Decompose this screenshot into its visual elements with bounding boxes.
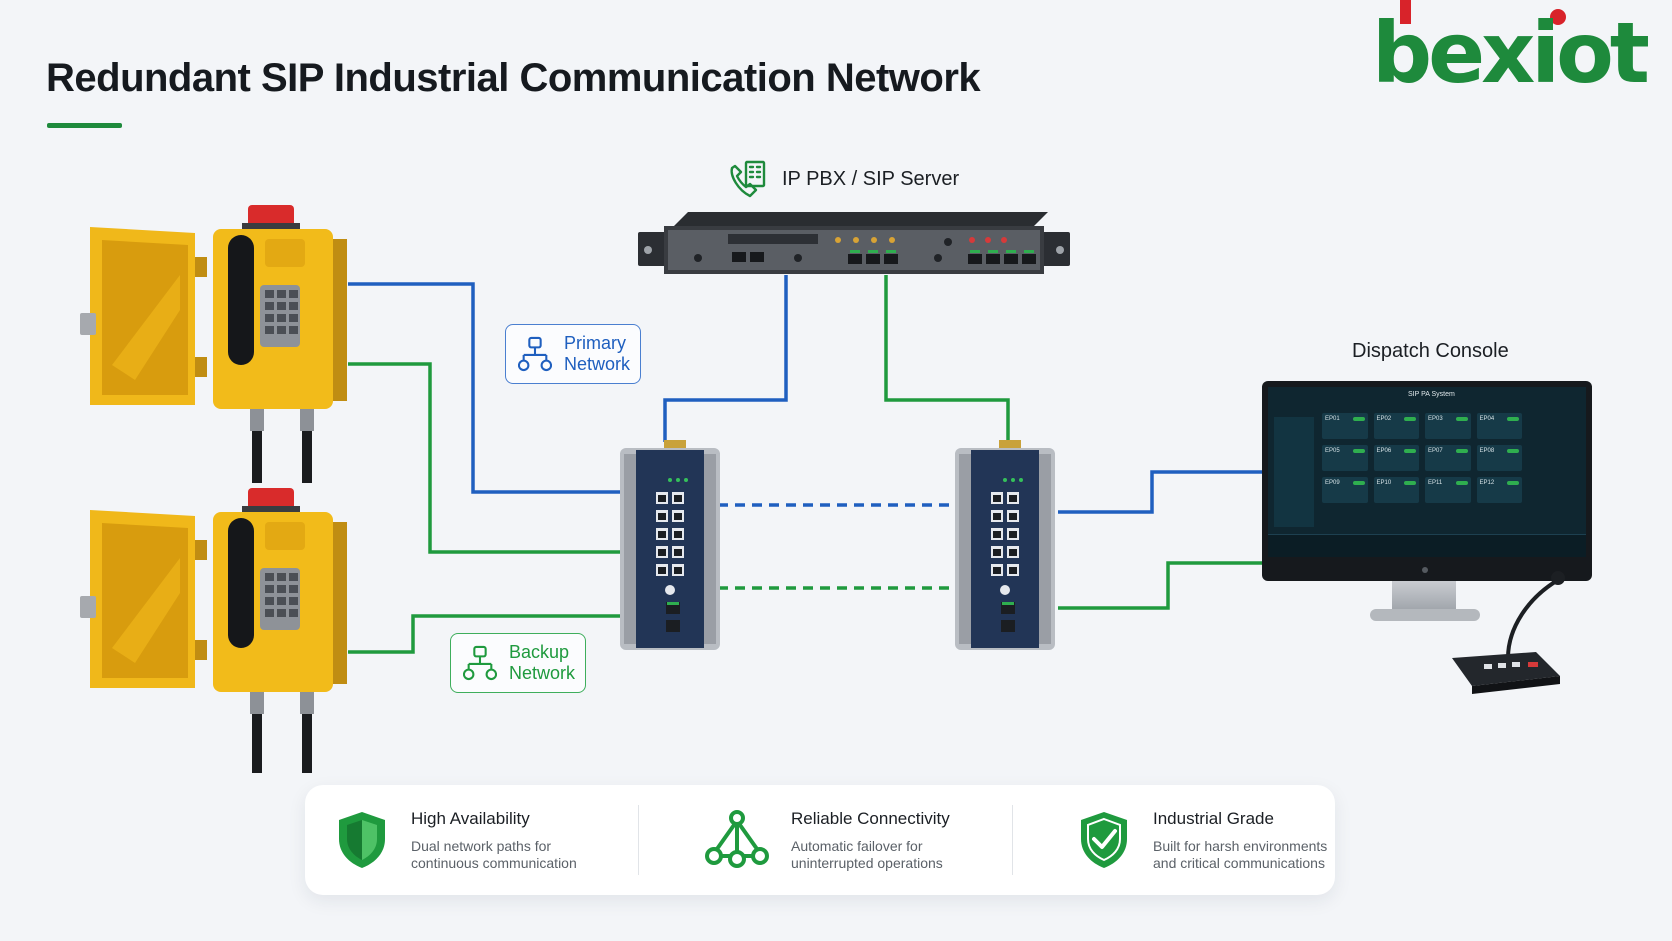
backup-link-server xyxy=(884,275,1010,442)
shield-icon xyxy=(339,812,385,868)
feature-high-availability: High Availability Dual network paths for… xyxy=(335,785,577,895)
industrial-switch-1 xyxy=(620,440,720,650)
bexiot-logo: bexiot xyxy=(1372,0,1653,94)
console-endpoint-tile[interactable]: EP05 xyxy=(1322,445,1368,471)
network-topology-icon xyxy=(518,336,552,372)
primary-network-line2: Network xyxy=(563,354,630,374)
feature-desc-line1: Automatic failover for xyxy=(791,837,923,854)
primary-network-line1: Primary xyxy=(563,333,626,353)
feature-reliable-connectivity: Reliable Connectivity Automatic failover… xyxy=(705,785,950,895)
feature-desc-line2: and critical communications xyxy=(1153,854,1325,871)
monitor-power-led xyxy=(1422,567,1428,573)
console-endpoint-tile[interactable]: EP03 xyxy=(1425,413,1471,439)
console-endpoint-tile[interactable]: EP11 xyxy=(1425,477,1471,503)
feature-desc-line2: continuous communication xyxy=(411,854,577,871)
feature-industrial-grade: Industrial Grade Built for harsh environ… xyxy=(1077,785,1327,895)
pbx-phone-icon xyxy=(730,160,766,198)
console-endpoint-status xyxy=(1352,481,1365,485)
monitor-base xyxy=(1370,609,1480,621)
console-endpoint-label: EP06 xyxy=(1376,448,1392,454)
console-endpoint-status xyxy=(1455,417,1468,421)
console-endpoint-status xyxy=(1404,449,1416,453)
primary-network-badge: Primary Network xyxy=(505,324,641,384)
feature-desc-line1: Dual network paths for xyxy=(411,837,552,854)
console-endpoint-tile[interactable]: EP07 xyxy=(1425,445,1471,471)
feature-divider xyxy=(1012,805,1013,875)
console-endpoint-status xyxy=(1507,449,1519,453)
console-endpoint-status xyxy=(1455,481,1468,485)
console-endpoint-label: EP05 xyxy=(1325,448,1340,454)
console-endpoint-tile[interactable]: EP04 xyxy=(1476,413,1522,439)
console-endpoint-label: EP03 xyxy=(1428,416,1443,422)
industrial-phone-2 xyxy=(80,488,347,773)
console-endpoint-status xyxy=(1352,417,1365,421)
console-endpoint-label: EP07 xyxy=(1428,448,1443,454)
feature-bar: High Availability Dual network paths for… xyxy=(305,785,1335,895)
console-sidebar xyxy=(1274,417,1314,527)
primary-link-console xyxy=(1058,470,1265,514)
feature-title: Industrial Grade xyxy=(1153,808,1274,828)
console-endpoint-status xyxy=(1404,417,1416,421)
console-endpoint-status xyxy=(1404,481,1416,485)
industrial-switch-2 xyxy=(955,440,1055,650)
console-endpoint-label: EP12 xyxy=(1479,480,1495,486)
console-toolbar xyxy=(1268,534,1586,557)
network-nodes-icon xyxy=(705,810,769,868)
console-endpoint-label: EP11 xyxy=(1428,480,1443,486)
feature-desc-line1: Built for harsh environments xyxy=(1153,837,1328,854)
feature-title: Reliable Connectivity xyxy=(791,808,950,828)
console-endpoint-tile[interactable]: EP01 xyxy=(1322,413,1368,439)
backup-link-phone2 xyxy=(348,614,624,654)
svg-text:bexiot: bexiot xyxy=(1372,4,1649,94)
console-label: Dispatch Console xyxy=(1352,340,1509,362)
console-endpoint-tile[interactable]: EP10 xyxy=(1373,477,1419,503)
console-endpoint-label: EP01 xyxy=(1325,416,1340,422)
monitor-stand xyxy=(1392,581,1456,611)
backup-network-line2: Network xyxy=(508,663,575,683)
server-label-text: IP PBX / SIP Server xyxy=(782,167,960,190)
console-endpoint-label: EP10 xyxy=(1376,480,1392,486)
feature-title: High Availability xyxy=(411,808,530,828)
feature-desc-line2: uninterrupted operations xyxy=(791,854,943,871)
feature-divider xyxy=(638,805,639,875)
page-title: Redundant SIP Industrial Communication N… xyxy=(46,56,981,100)
console-endpoint-status xyxy=(1455,449,1468,453)
shield-check-icon xyxy=(1081,812,1127,868)
backup-network-badge: Backup Network xyxy=(450,633,586,693)
console-endpoint-status xyxy=(1352,449,1365,453)
network-topology-icon xyxy=(463,645,497,681)
console-endpoint-tile[interactable]: EP09 xyxy=(1322,477,1368,503)
backup-link-phone1 xyxy=(348,362,624,554)
console-endpoint-label: EP04 xyxy=(1479,416,1495,422)
paging-microphone xyxy=(1452,571,1565,694)
server-label: IP PBX / SIP Server xyxy=(726,158,959,200)
console-endpoint-status xyxy=(1507,417,1519,421)
console-endpoint-tile[interactable]: EP08 xyxy=(1476,445,1522,471)
console-endpoint-tile[interactable]: EP12 xyxy=(1476,477,1522,503)
backup-network-line1: Backup xyxy=(508,642,570,662)
industrial-phone-1 xyxy=(80,205,347,483)
console-endpoint-label: EP09 xyxy=(1325,480,1340,486)
console-app-title: SIP PA System xyxy=(1408,391,1455,398)
console-endpoint-tile[interactable]: EP02 xyxy=(1373,413,1419,439)
console-endpoint-tile[interactable]: EP06 xyxy=(1373,445,1419,471)
sip-server-rack xyxy=(638,212,1070,274)
primary-link-server xyxy=(663,275,788,442)
backup-link-console xyxy=(1058,561,1265,610)
console-endpoint-label: EP08 xyxy=(1479,448,1495,454)
console-endpoint-label: EP02 xyxy=(1376,416,1392,422)
primary-link-phone1 xyxy=(348,282,624,494)
title-underline xyxy=(47,123,122,128)
console-endpoint-status xyxy=(1507,481,1519,485)
